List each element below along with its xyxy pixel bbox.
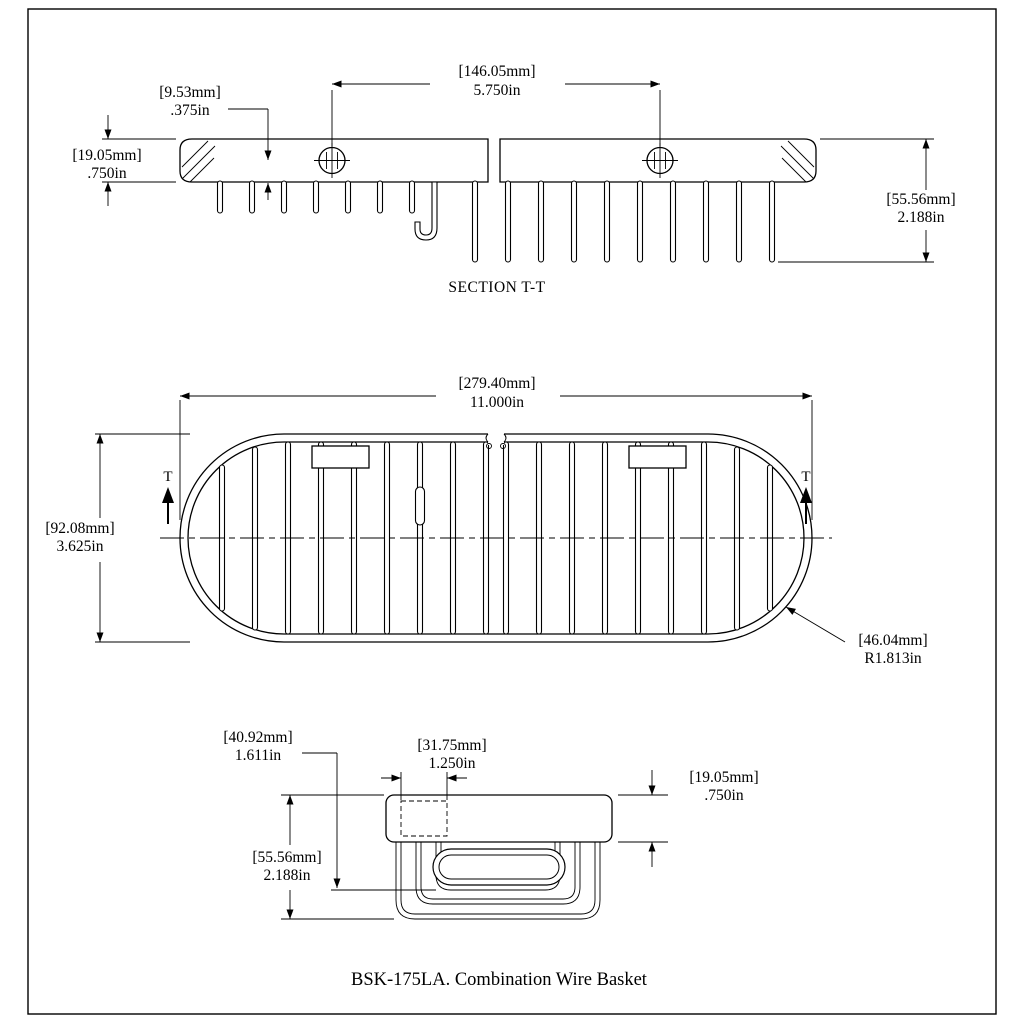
basket-rim-inner: [187, 441, 805, 635]
dim-bracket-width-in: 1.250in: [429, 755, 476, 772]
section-arrow-right: [800, 487, 812, 503]
dim-overall-width-mm: [92.08mm]: [45, 520, 114, 537]
section-arrow-left: [162, 487, 174, 503]
mounting-screw-left: [314, 143, 350, 178]
dim-overall-length-mm: [279.40mm]: [458, 375, 535, 392]
drain-hook-top: [414, 486, 426, 526]
dim-overall-length: [279.40mm] 11.000in: [179, 375, 813, 520]
dim-end-total-height-mm: [55.56mm]: [252, 849, 321, 866]
drain-hook: [414, 181, 438, 241]
dim-basket-depth: [55.56mm] 2.188in: [778, 138, 956, 263]
end-wire-loops: [395, 842, 601, 920]
rim-split-gap: [485, 431, 507, 449]
dim-end-rim-height-in: .750in: [704, 787, 743, 804]
dim-overall-width: [92.08mm] 3.625in: [45, 433, 190, 643]
dim-overall-length-in: 11.000in: [470, 394, 524, 411]
dim-corner-radius-in: R1.813in: [864, 650, 922, 667]
dim-end-total-height: [55.56mm] 2.188in: [252, 794, 394, 920]
dim-wire-offset-in: .375in: [170, 102, 209, 119]
plan-view: [279.40mm] 11.000in: [45, 375, 927, 667]
section-view: [146.05mm] 5.750in [9.53mm] .375in [19.0…: [72, 63, 955, 296]
end-rim: [385, 794, 613, 843]
dim-screw-spacing-in: 5.750in: [474, 82, 521, 99]
section-marker-right: T: [800, 469, 812, 524]
hidden-bracket: [400, 800, 448, 837]
dim-rim-height: [19.05mm] .750in: [72, 115, 176, 206]
dim-corner-radius-mm: [46.04mm]: [858, 632, 927, 649]
hatch-right: [780, 140, 815, 183]
mounting-screw-right: [642, 143, 678, 178]
dim-screw-spacing: [146.05mm] 5.750in: [331, 63, 661, 146]
end-view: [40.92mm] 1.611in [31.75mm] 1.250in [19.…: [223, 729, 759, 920]
dim-end-overall-depth-in: 1.611in: [235, 747, 282, 764]
dim-wire-offset-mm: [9.53mm]: [159, 84, 221, 101]
dim-basket-depth-mm: [55.56mm]: [886, 191, 955, 208]
dim-end-overall-depth: [40.92mm] 1.611in: [223, 729, 436, 891]
dim-end-overall-depth-mm: [40.92mm]: [223, 729, 292, 746]
dim-basket-depth-in: 2.188in: [898, 209, 945, 226]
dim-screw-spacing-mm: [146.05mm]: [458, 63, 535, 80]
dim-end-rim-height-mm: [19.05mm]: [689, 769, 758, 786]
section-marker-left: T: [162, 469, 174, 524]
mounting-plate-left: [311, 445, 370, 469]
section-marker-right-label: T: [801, 469, 810, 485]
section-marker-left-label: T: [163, 469, 172, 485]
section-label: SECTION T-T: [448, 279, 545, 296]
dim-end-total-height-in: 2.188in: [264, 867, 311, 884]
dim-end-rim-height: [19.05mm] .750in: [618, 769, 759, 867]
dim-wire-offset: [9.53mm] .375in: [159, 84, 272, 200]
mounting-plate-right: [628, 445, 687, 469]
dim-corner-radius: [46.04mm] R1.813in: [785, 606, 928, 667]
hatch-left: [181, 140, 216, 183]
dim-rim-height-mm: [19.05mm]: [72, 147, 141, 164]
section-wires-shallow: [216, 180, 416, 214]
dim-bracket-width-mm: [31.75mm]: [417, 737, 486, 754]
drawing-caption: BSK-175LA. Combination Wire Basket: [351, 970, 648, 990]
section-wires-deep: [471, 180, 776, 263]
dim-rim-height-in: .750in: [87, 165, 126, 182]
dim-bracket-width: [31.75mm] 1.250in: [381, 737, 487, 800]
dim-overall-width-in: 3.625in: [57, 538, 104, 555]
